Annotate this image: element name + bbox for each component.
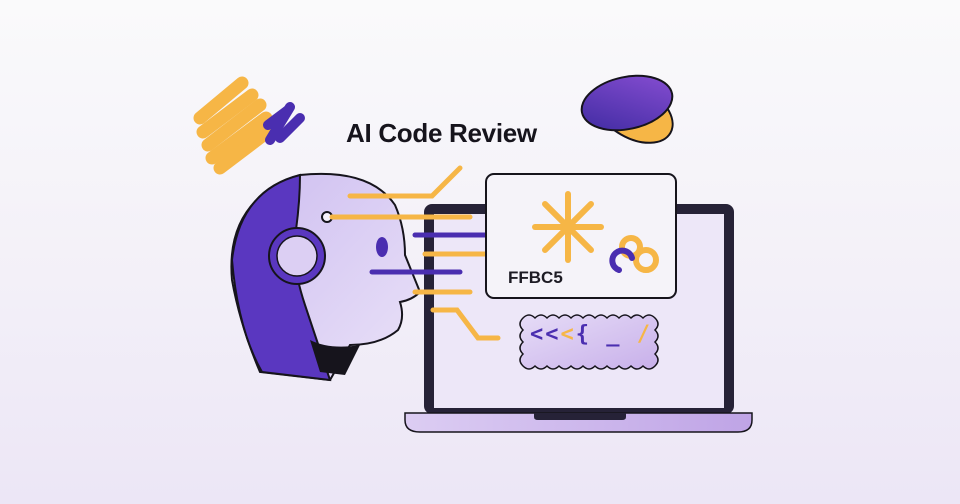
code-snippet: <<<{ _ /: [530, 322, 652, 347]
data-lines-icon: [329, 165, 508, 341]
page-title: AI Code Review: [346, 118, 537, 148]
code-bubble: [519, 314, 659, 370]
review-card-label: FFBC5: [508, 268, 563, 287]
code-part: <<: [530, 322, 561, 347]
asterisk-icon: [532, 191, 604, 263]
infinity-loop-icon: [609, 235, 659, 273]
overlapping-ovals-icon: [580, 74, 674, 144]
scribble-decoration-icon: [193, 76, 305, 175]
code-part: /: [636, 322, 652, 347]
code-part: { _: [575, 322, 637, 347]
robot-head-icon: [230, 172, 422, 382]
review-card: [485, 173, 677, 299]
code-part: <: [560, 322, 576, 347]
